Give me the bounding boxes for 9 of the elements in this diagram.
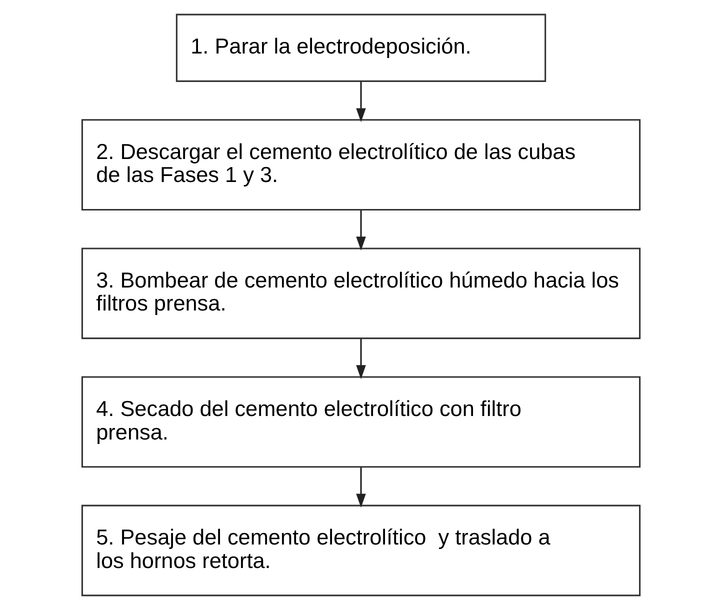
node-box: 1. Parar la electrodeposición. <box>176 14 546 82</box>
node-box: 3. Bombear de cemento electrolítico húmedo hacia los filtros prensa. <box>81 248 641 340</box>
node-box: 2. Descargar el cemento electrolítico de las cubas de las Fases 1 y 3. <box>81 119 641 211</box>
arrow <box>356 338 366 380</box>
node-box: 4. Secado del cemento electrolítico con filtro prensa. <box>81 376 641 468</box>
arrow <box>356 210 366 251</box>
arrow <box>356 82 366 122</box>
arrow <box>356 467 366 508</box>
node-box: 5. Pesaje del cemento electrolítico y traslado a los hornos retorta. <box>81 504 641 596</box>
